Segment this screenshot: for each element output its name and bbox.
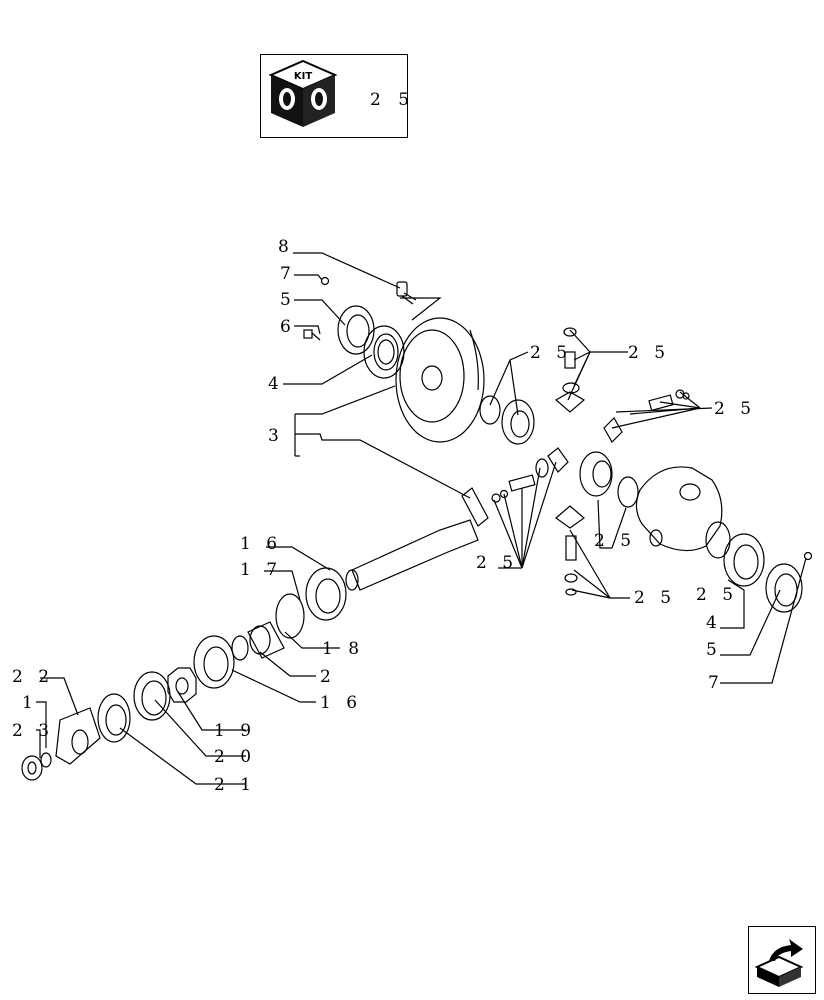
crown-wheel-3 [395, 317, 485, 443]
ring-2 [231, 635, 249, 661]
bearing-16-lower [193, 635, 235, 689]
callout-25-a: 2 5 [530, 343, 572, 363]
callout-5-right: 5 [706, 640, 722, 660]
next-page-button[interactable] [748, 926, 816, 994]
kit-cube-icon: KIT [268, 59, 338, 127]
planet-pin-right [603, 389, 690, 443]
callout-20: 2 0 [214, 747, 256, 767]
nut-1 [21, 755, 43, 781]
callout-25-c: 2 5 [714, 399, 756, 419]
callout-3: 3 [268, 426, 284, 446]
callout-17: 1 7 [240, 560, 282, 580]
callout-25-f: 2 5 [634, 588, 676, 608]
bearing-16-upper [305, 567, 347, 621]
callout-18: 1 8 [322, 639, 364, 659]
bearing-ring-5-right [765, 563, 803, 613]
planet-pin-lower [555, 505, 585, 596]
callout-21: 2 1 [214, 775, 256, 795]
planet-pin-lower-shaft [491, 447, 569, 503]
callout-16-upper: 1 6 [240, 534, 282, 554]
ring-21 [97, 693, 131, 743]
callout-22: 2 2 [12, 667, 54, 687]
bearing-4-right [723, 533, 765, 587]
pinion-shaft [345, 487, 489, 591]
callout-16-lower: 1 6 [320, 693, 362, 713]
callout-19: 1 9 [214, 721, 256, 741]
callout-5-upper: 5 [280, 290, 296, 310]
callout-4-upper: 4 [268, 374, 284, 394]
callout-7-upper: 7 [280, 264, 296, 284]
bolt-6 [303, 329, 321, 341]
page-arrow-icon [754, 939, 804, 987]
bearing-4-upper [363, 325, 405, 379]
side-gear-right [579, 451, 639, 508]
bearing-ring-5-upper [337, 305, 375, 355]
callout-labels: 8 7 5 6 4 3 2 5 2 5 2 5 2 5 2 5 2 5 2 5 … [12, 237, 756, 795]
differential-housing [635, 466, 731, 559]
callout-2: 2 [320, 667, 336, 687]
callout-4-right: 4 [706, 613, 722, 633]
bolt-7 [320, 276, 330, 286]
spacer-17 [275, 593, 305, 639]
spacer-18 [247, 621, 285, 659]
planet-pin-upper [554, 327, 586, 413]
kit-reference-box: KIT [260, 54, 408, 138]
callout-8: 8 [278, 237, 294, 257]
seal-20 [133, 671, 171, 721]
callout-25-g: 2 5 [696, 585, 738, 605]
kit-badge-label: KIT [294, 71, 312, 82]
leader-lines [36, 252, 807, 785]
bolt-8 [396, 281, 417, 305]
callout-25-b: 2 5 [628, 343, 670, 363]
ring-center [479, 395, 501, 425]
callout-25-e: 2 5 [594, 531, 636, 551]
callout-23: 2 3 [12, 721, 54, 741]
washer-23 [40, 752, 52, 768]
kit-reference-number: 2 5 [370, 90, 416, 110]
callout-6: 6 [280, 317, 296, 337]
bolt-7-right [803, 551, 813, 561]
callout-1: 1 [22, 693, 38, 713]
nut-19 [167, 667, 197, 703]
side-gear [501, 399, 535, 445]
callout-25-d: 2 5 [476, 553, 518, 573]
callout-7-right: 7 [708, 673, 724, 693]
flange-22 [55, 707, 101, 765]
